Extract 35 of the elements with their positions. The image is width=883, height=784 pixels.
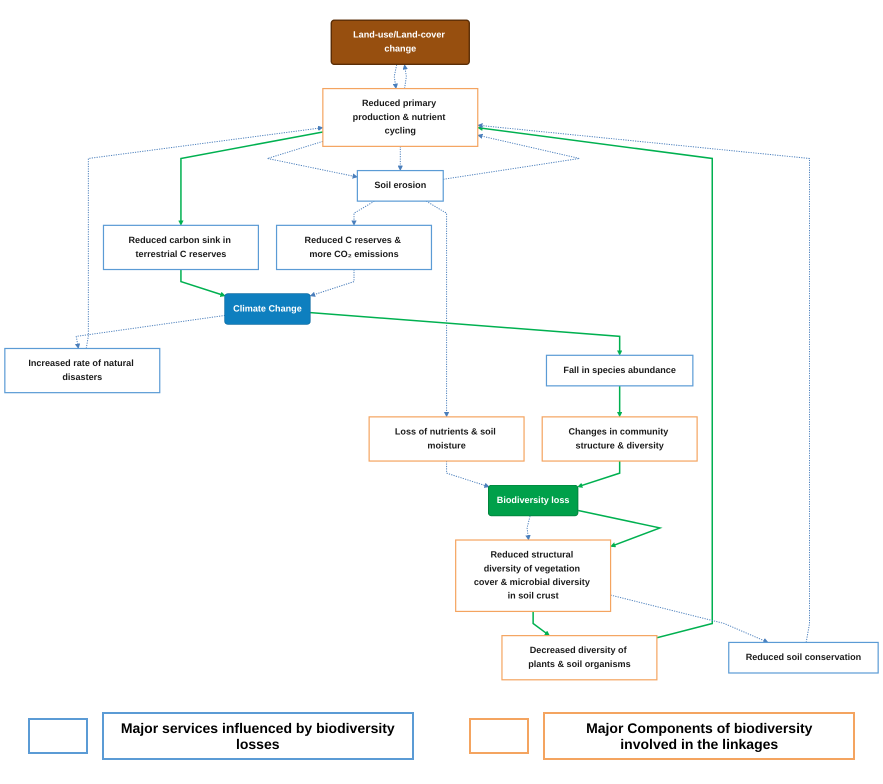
arrow bbox=[446, 460, 490, 488]
arrow bbox=[74, 314, 226, 349]
arrow bbox=[392, 64, 398, 89]
node-box: Decreased diversity of plants & soil organisms bbox=[501, 635, 658, 680]
node-box: Changes in community structure & diversity bbox=[542, 416, 698, 462]
arrow bbox=[478, 126, 713, 638]
arrow bbox=[310, 269, 354, 297]
legend-label: Major services influenced by biodiversity losses bbox=[102, 712, 414, 760]
arrow bbox=[578, 510, 663, 548]
arrow bbox=[310, 312, 622, 356]
arrow bbox=[532, 611, 550, 636]
arrow bbox=[617, 386, 622, 418]
arrow bbox=[180, 270, 226, 297]
arrow bbox=[402, 64, 408, 90]
arrow bbox=[577, 461, 620, 488]
node-box: Loss of nutrients & soil moisture bbox=[368, 416, 525, 462]
arrow bbox=[398, 146, 403, 171]
arrow bbox=[478, 123, 810, 643]
arrow bbox=[525, 516, 531, 540]
arrow bbox=[266, 140, 358, 179]
arrow bbox=[86, 126, 324, 349]
arrow bbox=[178, 131, 323, 226]
legend-label: Major Components of biodiversity involved in the linkages bbox=[543, 712, 856, 760]
arrow bbox=[610, 594, 768, 643]
node-box: Fall in species abundance bbox=[546, 354, 694, 386]
arrow bbox=[426, 200, 450, 418]
node-box: Reduced carbon sink in terrestrial C reserves bbox=[102, 224, 259, 270]
node-box: Increased rate of natural disasters bbox=[4, 348, 160, 394]
node-box: Reduced soil conservation bbox=[728, 642, 879, 674]
arrow bbox=[442, 134, 580, 180]
node-box: Soil erosion bbox=[356, 170, 444, 202]
node-box: Reduced structural diversity of vegetation cover & microbial diversity in soil crust bbox=[455, 539, 612, 612]
arrow bbox=[351, 200, 375, 226]
node-box: Reduced primary production & nutrient cycling bbox=[322, 88, 478, 147]
node-box: Reduced C reserves & more CO₂ emissions bbox=[276, 224, 432, 270]
